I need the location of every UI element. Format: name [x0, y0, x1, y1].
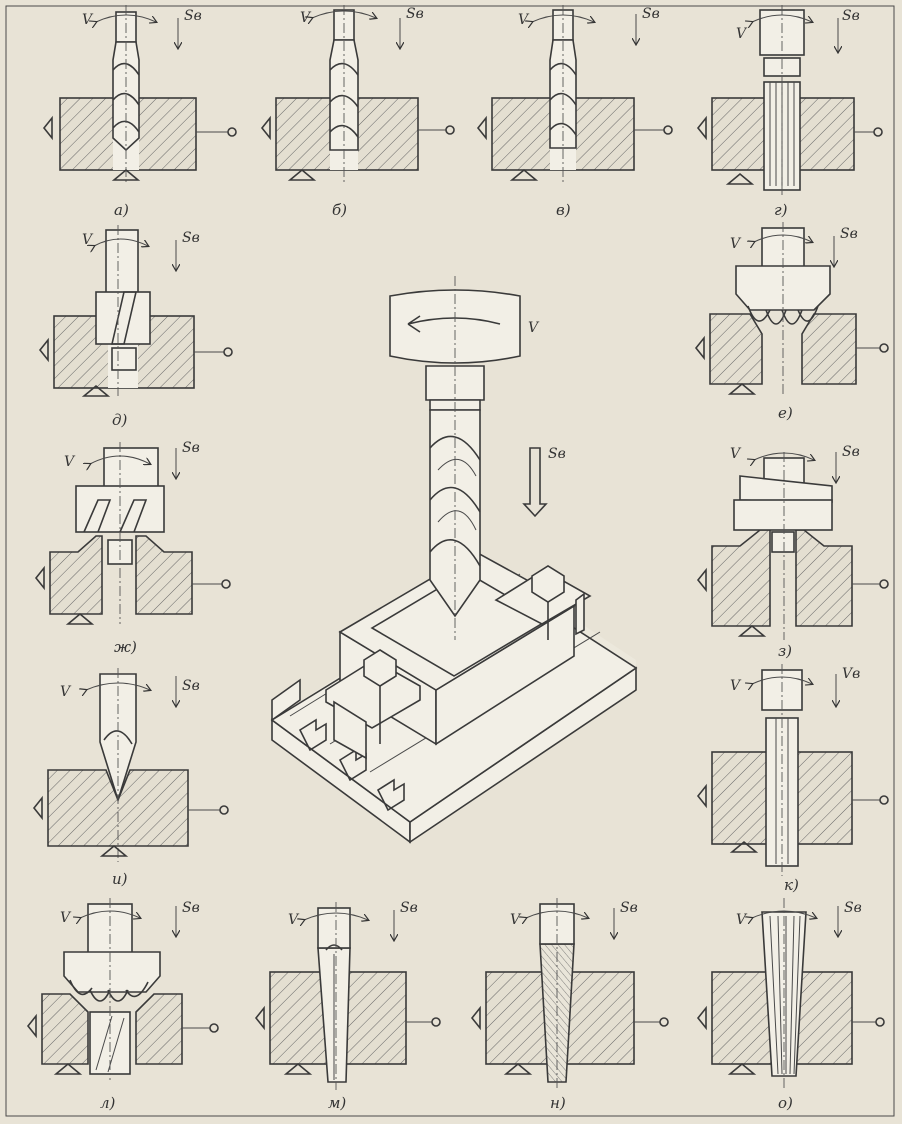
feed-symbol: Vв: [842, 666, 860, 682]
feed-symbol: Sв: [844, 900, 862, 916]
rotation-symbol: V: [518, 12, 530, 28]
rotation-symbol: V: [736, 912, 748, 928]
panel-label-i: и): [112, 870, 128, 888]
panel-label-z: з): [778, 642, 792, 660]
panel-v: V Sв в): [476, 5, 673, 219]
feed-symbol: Sв: [842, 444, 860, 460]
feed-symbol: Sв: [406, 6, 424, 22]
panel-label-zh: ж): [114, 638, 137, 656]
rotation-symbol: V: [730, 446, 742, 462]
feed-symbol: Sв: [182, 230, 200, 246]
panel-g: V Sв г): [696, 5, 883, 219]
panel-o: V Sв о): [696, 898, 885, 1112]
panel-e: V Sв е): [694, 222, 889, 422]
feed-symbol: Sв: [400, 900, 418, 916]
feed-symbol: Sв: [842, 8, 860, 24]
panel-a: V Sв а): [42, 5, 237, 219]
feed-symbol: Sв: [642, 6, 660, 22]
panel-label-e: е): [778, 404, 793, 422]
feed-symbol: Sв: [184, 8, 202, 24]
panel-m: V Sв м): [254, 900, 441, 1112]
rotation-symbol: V: [60, 684, 72, 700]
rotation-symbol: V: [82, 232, 94, 248]
feed-symbol: Sв: [840, 226, 858, 242]
panel-label-k: к): [784, 876, 799, 894]
panel-b: V Sв б): [260, 5, 455, 219]
page-border: [5, 5, 895, 1117]
feed-symbol: Sв: [182, 440, 200, 456]
rotation-symbol: V: [82, 12, 94, 28]
spindle-rotation-symbol: V: [528, 320, 540, 336]
rotation-symbol: V: [288, 912, 300, 928]
rotation-symbol: V: [510, 912, 522, 928]
spindle-feed-symbol: Sв: [548, 446, 566, 462]
feed-symbol: Sв: [182, 900, 200, 916]
panel-label-m: м): [328, 1094, 346, 1112]
rotation-symbol: V: [60, 910, 72, 926]
feed-symbol: Sв: [182, 678, 200, 694]
panel-label-n: н): [550, 1094, 566, 1112]
panel-label-a: а): [114, 201, 129, 219]
panel-z: V Sв з): [696, 444, 889, 660]
panel-label-l: л): [100, 1094, 116, 1112]
panel-zh: V Sв ж): [34, 440, 231, 656]
panel-label-b: б): [332, 201, 347, 219]
rotation-symbol: V: [730, 236, 742, 252]
rotation-symbol: V: [64, 454, 76, 470]
rotation-symbol: V: [736, 26, 748, 42]
panel-k: V Vв к): [696, 664, 889, 894]
panel-n: V Sв н): [470, 898, 669, 1112]
feed-symbol: Sв: [620, 900, 638, 916]
rotation-symbol: V: [730, 678, 742, 694]
panel-l: V Sв л): [26, 898, 219, 1112]
panel-label-g: г): [774, 201, 788, 219]
panel-label-v: в): [556, 201, 571, 219]
panel-i: V Sв и): [32, 668, 229, 888]
center-drilling-setup: V Sв: [270, 276, 638, 844]
panel-label-d: д): [112, 411, 128, 429]
rotation-symbol: V: [300, 10, 312, 26]
panel-label-o: о): [778, 1094, 793, 1112]
panel-d: V Sв д): [38, 225, 233, 429]
